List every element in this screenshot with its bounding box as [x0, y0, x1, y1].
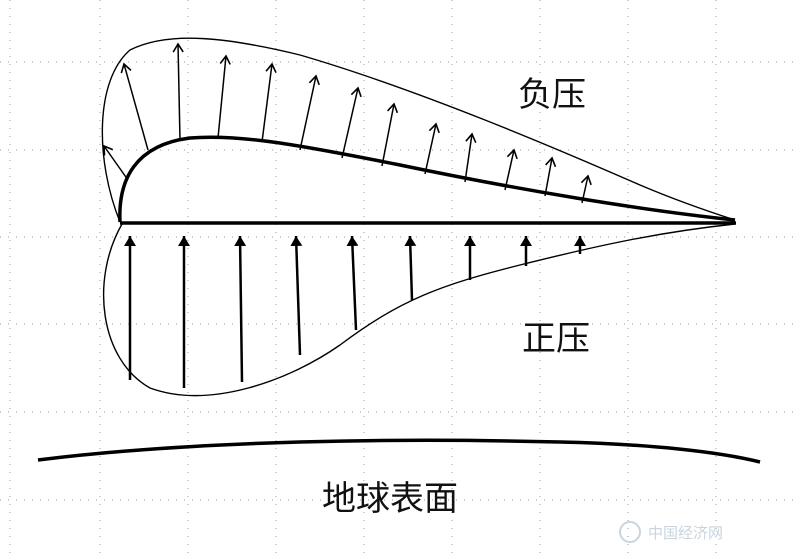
arrow-up-icon: [172, 42, 184, 141]
negative-pressure-label: 负压: [518, 75, 586, 115]
arrow-up-icon: [464, 132, 477, 183]
negative-pressure-envelope: [101, 37, 736, 223]
arrow-up-icon: [424, 122, 440, 175]
arrow-up-icon: [381, 102, 399, 167]
arrow-up-icon: [404, 235, 417, 301]
positive-pressure-envelope: [102, 223, 736, 397]
arrow-up-icon: [341, 86, 362, 159]
positive-pressure-arrows: [124, 235, 586, 388]
earth-surface-line: [37, 438, 761, 464]
airfoil-upper-surface: [118, 135, 736, 223]
negative-pressure-arrows: [103, 42, 592, 204]
watermark: 中国经济网: [619, 521, 723, 543]
positive-pressure-label: 正压: [522, 319, 590, 359]
arrow-up-icon: [103, 144, 129, 181]
arrow-up-icon: [217, 54, 231, 139]
arrow-up-icon: [261, 62, 277, 143]
earth-surface-label: 地球表面: [322, 479, 458, 519]
arrow-up-icon: [120, 62, 149, 151]
arrow-up-icon: [234, 235, 247, 383]
arrow-up-icon: [580, 174, 592, 204]
arrow-up-icon: [290, 235, 303, 356]
arrow-up-icon: [346, 235, 359, 331]
arrow-up-icon: [299, 74, 320, 151]
watermark-logo-icon: [619, 521, 641, 543]
watermark-text: 中国经济网: [648, 524, 723, 542]
arrow-up-icon: [544, 156, 557, 197]
arrow-up-icon: [504, 148, 518, 191]
